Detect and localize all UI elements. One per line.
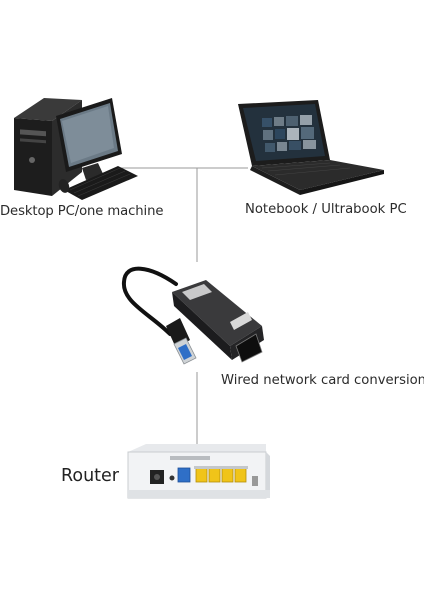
desktop-pc-label: Desktop PC/one machine	[0, 204, 164, 219]
router-label: Router	[61, 466, 119, 486]
network-adapter-label: Wired network card conversion	[221, 373, 424, 388]
notebook-pc-label: Notebook / Ultrabook PC	[245, 202, 407, 217]
usb-ethernet-adapter-image	[121, 266, 264, 365]
connector-lines	[120, 167, 248, 444]
laptop-image	[238, 100, 384, 195]
router-image	[127, 444, 270, 499]
desktop-computer-image	[14, 98, 138, 200]
